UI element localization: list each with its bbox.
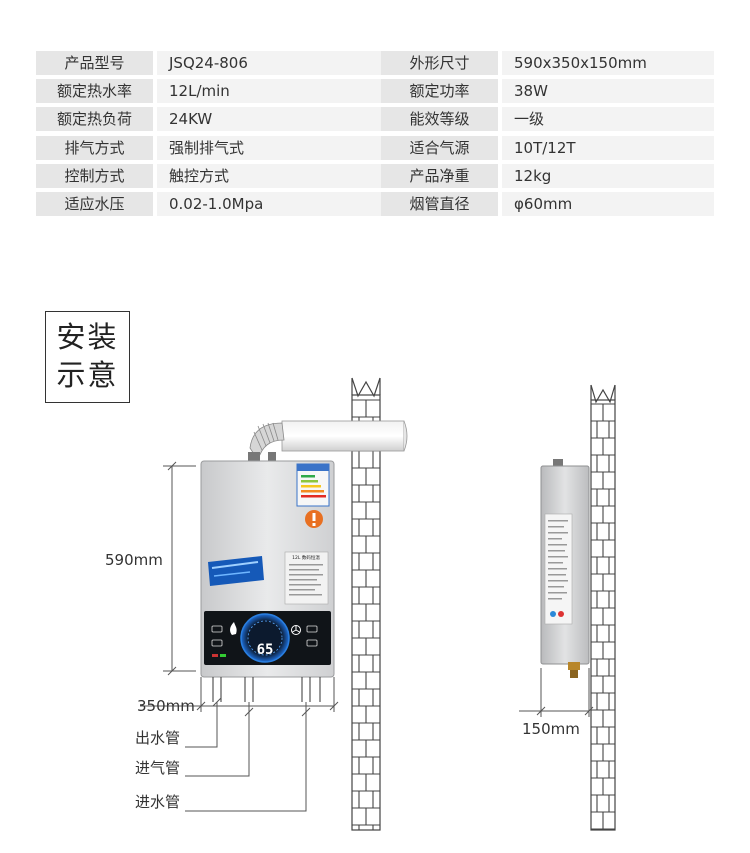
touch-button — [306, 639, 318, 647]
spec-value: JSQ24-806 — [157, 51, 381, 75]
depth-label: 150mm — [522, 720, 580, 738]
spec-label: 外形尺寸 — [381, 51, 498, 75]
height-dimension — [163, 461, 196, 676]
spec-value: 12L/min — [157, 79, 381, 104]
fan-icon — [291, 625, 301, 635]
spec-label: 排气方式 — [36, 135, 153, 160]
inlet-pipe-label: 进水管 — [135, 793, 181, 811]
install-title-box: 安装 示意 — [45, 311, 130, 403]
wall-front — [351, 377, 381, 831]
install-title-line1: 安装 — [56, 320, 119, 354]
display-temperature: 65 — [257, 642, 274, 658]
touch-button — [306, 625, 318, 633]
spec-label: 能效等级 — [381, 107, 498, 132]
spec-label: 额定热水率 — [36, 79, 153, 104]
outlet-pipe-label: 出水管 — [135, 729, 181, 747]
gas-pipe-label: 进气管 — [135, 759, 181, 777]
flue-pipe — [248, 420, 408, 462]
height-label: 590mm — [105, 551, 163, 569]
wall-side — [590, 384, 616, 831]
spec-row: 额定热水率 12L/min — [36, 79, 381, 104]
panel-label: 12L 数码恒温 — [292, 554, 320, 561]
spec-value: 10T/12T — [502, 135, 714, 160]
spec-label: 额定功率 — [381, 79, 498, 104]
spec-table-right: 外形尺寸 590x350x150mm 额定功率 38W 能效等级 一级 适合气源… — [381, 51, 714, 220]
spec-value: 触控方式 — [157, 163, 381, 188]
spec-row: 额定功率 38W — [381, 79, 714, 104]
heater-side — [540, 459, 590, 678]
spec-row: 适应水压 0.02-1.0Mpa — [36, 191, 381, 216]
spec-value: 38W — [502, 79, 714, 104]
heater-front: 12L 数码恒温 65 — [200, 460, 335, 678]
spec-row: 产品净重 12kg — [381, 163, 714, 188]
spec-row: 控制方式 触控方式 — [36, 163, 381, 188]
width-dimension — [140, 677, 339, 712]
spec-table-left: 产品型号 JSQ24-806 额定热水率 12L/min 额定热负荷 24KW … — [36, 51, 381, 220]
pipe-leaders — [185, 697, 311, 812]
spec-row: 产品型号 JSQ24-806 — [36, 51, 381, 75]
spec-label: 控制方式 — [36, 163, 153, 188]
spec-label: 额定热负荷 — [36, 107, 153, 132]
spec-value: 590x350x150mm — [502, 51, 714, 75]
spec-label: 产品净重 — [381, 163, 498, 188]
spec-label: 烟管直径 — [381, 191, 498, 216]
spec-row: 排气方式 强制排气式 — [36, 135, 381, 160]
spec-row: 适合气源 10T/12T — [381, 135, 714, 160]
spec-label: 产品型号 — [36, 51, 153, 75]
spec-row: 外形尺寸 590x350x150mm — [381, 51, 714, 75]
spec-label: 适合气源 — [381, 135, 498, 160]
flame-icon — [230, 622, 237, 635]
spec-value: 24KW — [157, 107, 381, 132]
depth-dimension — [519, 668, 594, 717]
touch-button — [211, 639, 223, 647]
spec-value: 强制排气式 — [157, 135, 381, 160]
install-title-line2: 示意 — [56, 358, 119, 392]
width-label: 350mm — [137, 697, 195, 715]
spec-label: 适应水压 — [36, 191, 153, 216]
spec-value: 一级 — [502, 107, 714, 132]
bottom-pipes — [212, 677, 321, 702]
spec-value: 0.02-1.0Mpa — [157, 191, 381, 216]
spec-row: 能效等级 一级 — [381, 107, 714, 132]
spec-row: 额定热负荷 24KW — [36, 107, 381, 132]
touch-button — [211, 625, 223, 633]
spec-row: 烟管直径 φ60mm — [381, 191, 714, 216]
spec-value: φ60mm — [502, 191, 714, 216]
spec-value: 12kg — [502, 163, 714, 188]
